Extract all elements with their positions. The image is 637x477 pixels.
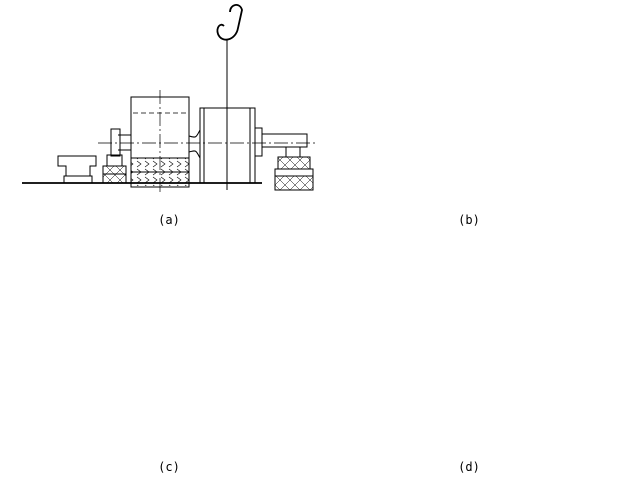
- caption-b: (b): [458, 213, 480, 227]
- support-stack-right: [274, 146, 314, 191]
- support-stack-left: [102, 154, 127, 184]
- crane-hook-icon: [216, 4, 243, 190]
- panel-a: [22, 4, 318, 195]
- caption-a: (a): [158, 213, 180, 227]
- pedestal-block: [57, 155, 97, 184]
- drum: [130, 90, 190, 195]
- caption-c: (c): [158, 460, 180, 474]
- motor: [199, 107, 308, 184]
- caption-d: (d): [458, 460, 480, 474]
